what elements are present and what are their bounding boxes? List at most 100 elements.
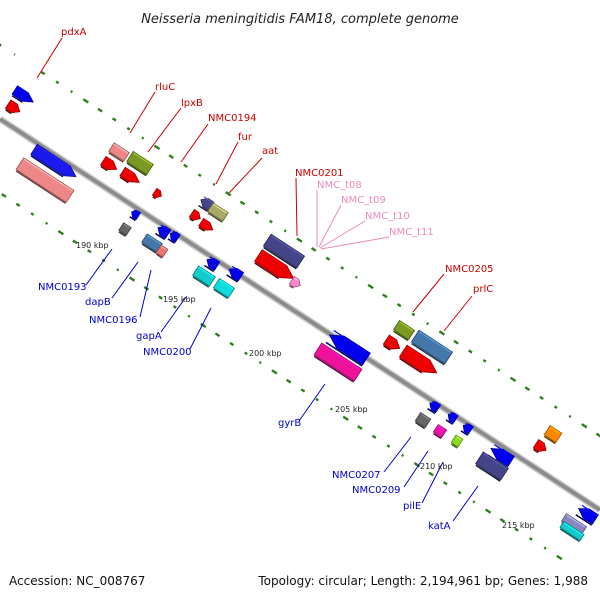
gene-label-pilE[interactable]: pilE	[403, 501, 421, 512]
feature-pdxA-rna[interactable]	[4, 99, 23, 117]
leader-line	[129, 91, 156, 134]
feature-pdxA[interactable]	[11, 85, 36, 107]
gc-dot	[214, 332, 221, 338]
gc-dot	[126, 126, 131, 131]
feature-NMC0201-a[interactable]	[262, 233, 306, 270]
feature-dapB-b[interactable]	[118, 222, 132, 237]
gc-dot	[283, 229, 287, 233]
feature-NMC0205-b[interactable]	[382, 334, 403, 354]
genome-stats-text: Topology: circular; Length: 2,194,961 bp…	[258, 574, 588, 588]
gene-label-NMC_t11[interactable]: NMC_t11	[389, 227, 434, 238]
leader-line	[318, 204, 342, 248]
gc-dot	[401, 453, 405, 457]
gene-label-NMC0205[interactable]: NMC0205	[445, 264, 494, 275]
feature-NMC0196-c[interactable]	[141, 233, 163, 254]
feature-rluC-c[interactable]	[119, 166, 142, 187]
gc-dot	[55, 80, 60, 85]
feature-NMC0193-a[interactable]	[30, 143, 79, 182]
feature-gapA-c[interactable]	[192, 265, 216, 288]
feature-NMC0193-b[interactable]	[15, 157, 75, 204]
gc-dot	[428, 471, 434, 477]
gene-label-gapA[interactable]: gapA	[136, 331, 162, 342]
gene-label-NMC0194[interactable]: NMC0194	[208, 113, 257, 124]
feature-fur-b[interactable]	[207, 202, 229, 223]
gene-label-NMC_t10[interactable]: NMC_t10	[365, 211, 410, 222]
gene-label-prlC[interactable]: prlC	[473, 284, 493, 295]
feature-gyrB-a[interactable]	[325, 329, 371, 367]
gc-dot	[472, 500, 476, 504]
feature-NMC0207-b[interactable]	[414, 411, 432, 430]
gc-dot	[271, 369, 278, 375]
gc-dot	[153, 144, 161, 150]
feature-NMC0194[interactable]	[151, 187, 164, 200]
map-title: Neisseria meningitidis FAM18, complete g…	[141, 12, 459, 27]
feature-NMC0209-b[interactable]	[460, 422, 474, 436]
feature-red-215[interactable]	[532, 438, 549, 456]
feature-NMC0200[interactable]	[212, 277, 236, 300]
feature-NMC0196-b[interactable]	[167, 230, 181, 244]
accession-text: Accession: NC_008767	[9, 574, 146, 588]
leader-line	[320, 236, 390, 250]
gc-dot	[329, 407, 333, 411]
feature-glyphs	[4, 85, 599, 543]
gene-label-NMC_t08[interactable]: NMC_t08	[317, 180, 362, 191]
feature-prlC-a[interactable]	[410, 329, 454, 366]
feature-NMC0201-b[interactable]	[254, 249, 297, 286]
feature-katA-b[interactable]	[475, 451, 509, 482]
feature-rluC-a[interactable]	[108, 142, 130, 163]
feature-orange[interactable]	[543, 425, 563, 445]
feature-aat-b[interactable]	[198, 217, 215, 234]
feature-pilE[interactable]	[450, 434, 464, 449]
feature-NMC0205[interactable]	[392, 319, 416, 342]
trna-labels: NMC_t08 NMC_t09 NMC_t10 NMC_t11	[317, 180, 434, 238]
gene-label-NMC_t09[interactable]: NMC_t09	[341, 195, 386, 206]
gc-dot	[438, 330, 446, 336]
feature-215-c[interactable]	[559, 520, 585, 543]
gene-label-NMC0196[interactable]: NMC0196	[89, 315, 138, 326]
feature-NMC0196-a[interactable]	[155, 224, 172, 241]
feature-NMC0196-d[interactable]	[155, 244, 169, 259]
feature-NMC0209-c[interactable]	[432, 423, 448, 440]
leader-line	[160, 296, 187, 333]
gene-label-lpxB[interactable]: lpxB	[181, 98, 203, 109]
leader-line	[403, 450, 429, 488]
feature-gapA-a[interactable]	[204, 256, 221, 273]
gc-dot	[296, 237, 303, 243]
gene-label-katA[interactable]: katA	[428, 521, 451, 532]
gc-dot	[128, 276, 136, 282]
gc-dot	[396, 303, 402, 308]
feature-gapA-b[interactable]	[226, 265, 245, 283]
gene-label-dapB[interactable]: dapB	[85, 297, 111, 308]
gene-label-NMC0193[interactable]: NMC0193	[38, 282, 87, 293]
feature-NMC0209-a[interactable]	[445, 411, 459, 425]
feature-lpxB[interactable]	[126, 150, 154, 177]
gene-label-aat[interactable]: aat	[262, 146, 278, 157]
feature-215-a[interactable]	[575, 504, 599, 526]
gene-label-rluC[interactable]: rluC	[155, 82, 175, 93]
gc-dot	[342, 415, 349, 421]
gene-label-NMC0209[interactable]: NMC0209	[352, 485, 401, 496]
gene-label-NMC0200[interactable]: NMC0200	[143, 347, 192, 358]
gc-dot	[82, 98, 89, 104]
gc-dot	[354, 275, 358, 279]
gc-dot	[382, 293, 388, 299]
gc-dot	[484, 508, 492, 514]
feature-dapB-a[interactable]	[129, 208, 142, 222]
gene-label-NMC0207[interactable]: NMC0207	[332, 470, 381, 481]
feature-NMC0207-a[interactable]	[427, 400, 442, 415]
feature-gyrB-b[interactable]	[313, 342, 363, 383]
gene-label-fur[interactable]: fur	[238, 132, 253, 143]
feature-NMC_t08[interactable]	[288, 275, 303, 291]
feature-prlC-b[interactable]	[398, 344, 441, 380]
feature-fur-a[interactable]	[198, 196, 215, 213]
gene-label-NMC0201[interactable]: NMC0201	[295, 168, 344, 179]
gene-label-pdxA[interactable]: pdxA	[61, 27, 87, 38]
gc-dot	[0, 43, 2, 47]
gc-dot	[386, 444, 391, 448]
gc-dot	[568, 414, 572, 419]
gc-dot	[1, 193, 7, 198]
tick-label: 210 kbp	[420, 462, 453, 471]
feature-aat-a[interactable]	[188, 208, 203, 224]
feature-rluC-b[interactable]	[100, 155, 120, 174]
gene-label-gyrB[interactable]: gyrB	[278, 418, 301, 429]
